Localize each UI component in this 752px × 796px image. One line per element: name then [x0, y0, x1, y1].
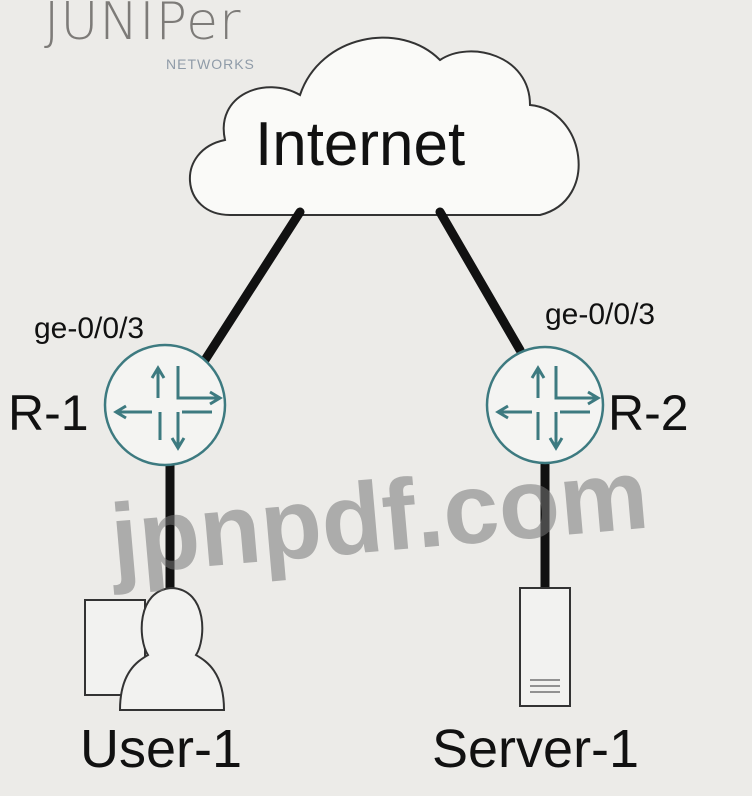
user-icon [84, 586, 226, 711]
internet-label: Internet [255, 110, 466, 179]
link-internet-r2 [435, 207, 525, 355]
user-label: User-1 [80, 719, 243, 779]
r1-interface-label: ge-0/0/3 [34, 312, 145, 345]
links [165, 207, 550, 600]
server-label: Server-1 [432, 719, 640, 779]
router-r1-icon [103, 343, 227, 467]
server-icon [519, 587, 571, 707]
link-internet-r1 [200, 207, 305, 365]
router-r2-icon [485, 345, 605, 465]
r2-label: R-2 [608, 385, 689, 441]
r2-interface-label: ge-0/0/3 [545, 298, 656, 331]
cloud-icon [188, 36, 580, 216]
r1-label: R-1 [8, 385, 89, 441]
juniper-logo-sub: NETWORKS [166, 56, 255, 72]
juniper-logo: JUNIPer [44, 0, 242, 52]
